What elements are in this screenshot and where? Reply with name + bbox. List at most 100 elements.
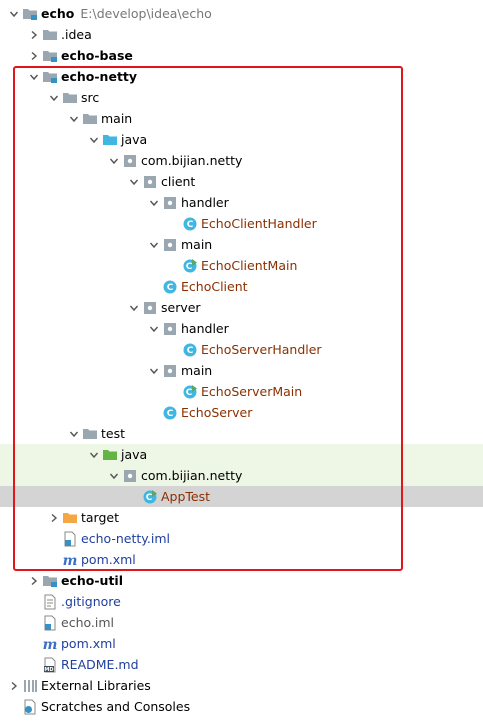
tree-node-label: server [161,300,201,315]
tree-spacer [46,528,62,549]
package-icon [162,321,180,337]
tree-node-echo-util[interactable]: echo-util [0,570,483,591]
java-class-icon: C [162,279,180,295]
tree-node-label: EchoClientHandler [201,216,317,231]
tree-spacer [166,255,182,276]
tree-node-test[interactable]: test [0,423,483,444]
tree-node-src[interactable]: src [0,87,483,108]
test-source-folder-icon [102,447,120,463]
chevron-down-icon[interactable] [146,234,162,255]
svg-text:C: C [146,493,153,503]
tree-node-gitignore[interactable]: .gitignore [0,591,483,612]
tree-node-echo-iml[interactable]: echo.iml [0,612,483,633]
tree-node-echo-netty[interactable]: echo-netty [0,66,483,87]
tree-spacer [166,339,182,360]
tree-node-label: main [181,237,213,252]
tree-node-label: target [81,510,120,525]
tree-spacer [146,402,162,423]
svg-text:C: C [167,283,174,293]
java-class-icon: C [182,216,200,232]
tree-node-client-main[interactable]: main [0,234,483,255]
tree-node-main[interactable]: main [0,108,483,129]
package-icon [122,468,140,484]
chevron-right-icon[interactable] [26,24,42,45]
chevron-down-icon[interactable] [66,108,82,129]
scratches-icon [22,699,40,715]
chevron-right-icon[interactable] [26,45,42,66]
tree-node-test-java[interactable]: java [0,444,483,465]
chevron-down-icon[interactable] [106,465,122,486]
runnable-class-icon: C [142,489,160,505]
tree-node-java[interactable]: java [0,129,483,150]
chevron-right-icon[interactable] [6,675,22,696]
folder-icon [82,111,100,127]
package-icon [142,300,160,316]
tree-node-pkg[interactable]: com.bijian.netty [0,150,483,171]
tree-node-client-handler[interactable]: handler [0,192,483,213]
tree-node-echo-netty-iml[interactable]: echo-netty.iml [0,528,483,549]
tree-node-label: echo-util [61,573,124,588]
markdown-file-icon: MD [42,657,60,673]
tree-node-server-main[interactable]: main [0,360,483,381]
tree-node-label: pom.xml [61,636,116,651]
svg-text:m: m [43,637,58,652]
java-class-icon: C [182,342,200,358]
tree-node-client[interactable]: client [0,171,483,192]
chevron-down-icon[interactable] [6,3,22,24]
tree-node-test-pkg[interactable]: com.bijian.netty [0,465,483,486]
tree-node-label: EchoClient [181,279,248,294]
chevron-down-icon[interactable] [66,423,82,444]
chevron-down-icon[interactable] [126,171,142,192]
chevron-right-icon[interactable] [26,570,42,591]
tree-node-label: handler [181,321,229,336]
chevron-down-icon[interactable] [146,318,162,339]
svg-text:C: C [187,220,194,230]
chevron-down-icon[interactable] [86,129,102,150]
module-folder-icon [42,48,60,64]
library-icon [22,678,40,694]
chevron-down-icon[interactable] [146,192,162,213]
tree-node-target[interactable]: target [0,507,483,528]
tree-spacer [26,654,42,675]
tree-node-label: README.md [61,657,139,672]
tree-node-echo-base[interactable]: echo-base [0,45,483,66]
tree-spacer [26,612,42,633]
tree-node-echo-client-main[interactable]: C EchoClientMain [0,255,483,276]
tree-node-echo-client[interactable]: C EchoClient [0,276,483,297]
svg-text:C: C [186,262,193,272]
chevron-down-icon[interactable] [86,444,102,465]
tree-node-server[interactable]: server [0,297,483,318]
tree-node-label: src [81,90,100,105]
tree-node-label: test [101,426,126,441]
chevron-right-icon[interactable] [46,507,62,528]
tree-node-label: EchoServerMain [201,384,303,399]
runnable-class-icon: C [182,258,200,274]
chevron-down-icon[interactable] [106,150,122,171]
tree-node-server-handler[interactable]: handler [0,318,483,339]
chevron-down-icon[interactable] [46,87,62,108]
chevron-down-icon[interactable] [126,297,142,318]
folder-icon [82,426,100,442]
tree-node-idea[interactable]: .idea [0,24,483,45]
chevron-down-icon[interactable] [146,360,162,381]
chevron-down-icon[interactable] [26,66,42,87]
package-icon [142,174,160,190]
tree-node-scratches[interactable]: Scratches and Consoles [0,696,483,717]
tree-spacer [126,486,142,507]
module-folder-icon [22,6,40,22]
tree-node-external-libraries[interactable]: External Libraries [0,675,483,696]
tree-node-label: EchoClientMain [201,258,298,273]
tree-node-echo-client-handler[interactable]: C EchoClientHandler [0,213,483,234]
runnable-class-icon: C [182,384,200,400]
tree-node-label: java [121,447,148,462]
tree-node-label: echo.iml [61,615,115,630]
